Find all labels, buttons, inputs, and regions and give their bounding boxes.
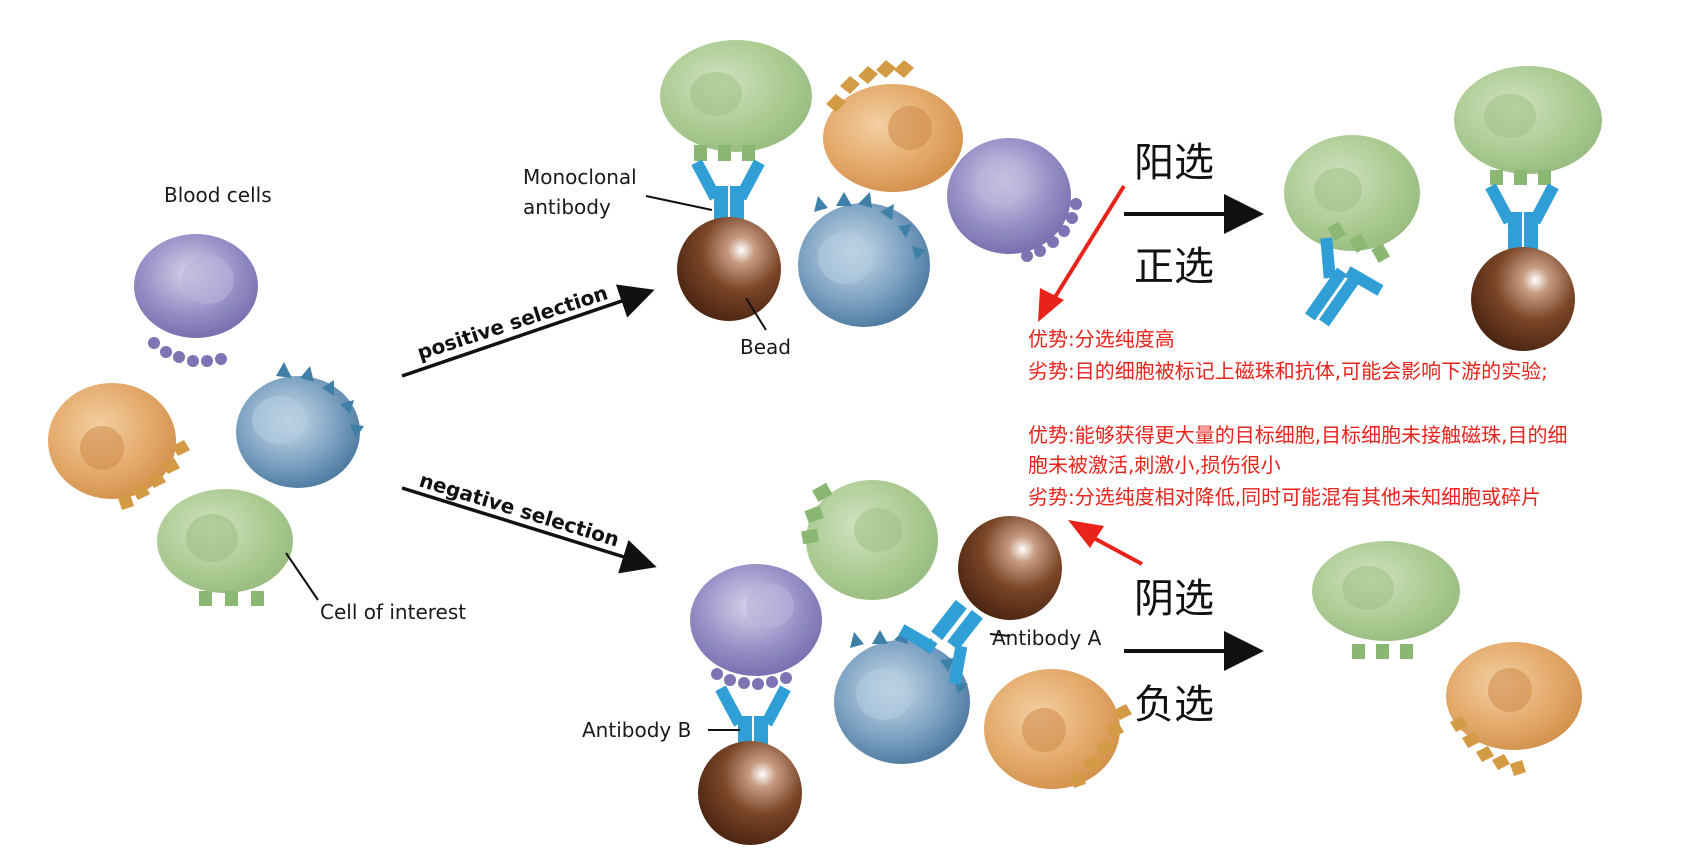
antibody-b-label: Antibody B bbox=[582, 718, 691, 742]
positive-title-bottom: 正选 bbox=[1134, 244, 1214, 290]
positive-selection-arrow bbox=[401, 284, 655, 378]
antibody-b bbox=[715, 685, 791, 748]
green-cell-left-interest bbox=[157, 489, 293, 606]
cell-of-interest-label: Cell of interest bbox=[320, 600, 466, 624]
monoclonal-antibody-top bbox=[691, 159, 765, 224]
negative-title-bottom: 负选 bbox=[1134, 682, 1214, 728]
negative-advantage-note-line2: 胞未被激活,刺激小,损伤很小 bbox=[1028, 453, 1281, 477]
bead-leader bbox=[745, 297, 767, 331]
antibody-a-leader bbox=[989, 633, 1011, 637]
green-cell-result-top-left bbox=[1284, 135, 1420, 263]
positive-red-arrow bbox=[1038, 184, 1126, 322]
negative-red-arrow bbox=[1068, 520, 1143, 566]
green-cell-bound-top bbox=[660, 40, 812, 161]
bead-top bbox=[677, 217, 781, 321]
bead-bottom-left bbox=[698, 741, 802, 845]
bead-result-top bbox=[1471, 247, 1575, 351]
antibody-detached bbox=[1305, 237, 1384, 327]
positive-selection-label: positive selection bbox=[414, 280, 611, 364]
negative-disadvantage-note: 劣势:分选纯度相对降低,同时可能混有其他未知细胞或碎片 bbox=[1028, 485, 1542, 509]
negative-title-top: 阴选 bbox=[1134, 576, 1214, 622]
bead-bottom-right bbox=[958, 516, 1062, 620]
negative-selection-label: negative selection bbox=[417, 468, 623, 552]
positive-disadvantage-note: 劣势:目的细胞被标记上磁珠和抗体,可能会影响下游的实验; bbox=[1028, 359, 1548, 383]
positive-advantage-note: 优势:分选纯度高 bbox=[1028, 327, 1175, 351]
cell-of-interest-leader bbox=[285, 552, 319, 601]
orange-cell-result-bottom bbox=[1446, 642, 1582, 776]
green-cell-result-top-right bbox=[1454, 66, 1602, 185]
purple-cell-bottom bbox=[690, 564, 822, 690]
monoclonal-label-line1: Monoclonal bbox=[523, 165, 637, 189]
orange-cell-bottom bbox=[984, 669, 1132, 789]
monoclonal-leader bbox=[645, 195, 713, 211]
blue-cell-top bbox=[798, 192, 930, 327]
blood-cells-label: Blood cells bbox=[164, 183, 272, 207]
orange-cell-top bbox=[823, 60, 963, 192]
positive-title-top: 阳选 bbox=[1134, 140, 1214, 186]
purple-cell-top bbox=[947, 138, 1082, 262]
green-cell-bottom-mid bbox=[801, 480, 938, 600]
blue-cell-left bbox=[236, 362, 364, 488]
blue-cell-bottom bbox=[834, 628, 970, 764]
antibody-result-top bbox=[1485, 183, 1559, 252]
green-cell-result-bottom bbox=[1312, 541, 1460, 659]
bead-label: Bead bbox=[740, 335, 791, 359]
antibody-a bbox=[898, 599, 983, 685]
monoclonal-label-line2: antibody bbox=[523, 195, 611, 219]
negative-advantage-note-line1: 优势:能够获得更大量的目标细胞,目标细胞未接触磁珠,目的细 bbox=[1028, 423, 1568, 447]
purple-cell-left bbox=[134, 234, 258, 367]
orange-cell-left bbox=[48, 383, 190, 510]
antibody-a-label: Antibody A bbox=[992, 626, 1102, 650]
negative-selection-arrow bbox=[401, 486, 657, 574]
